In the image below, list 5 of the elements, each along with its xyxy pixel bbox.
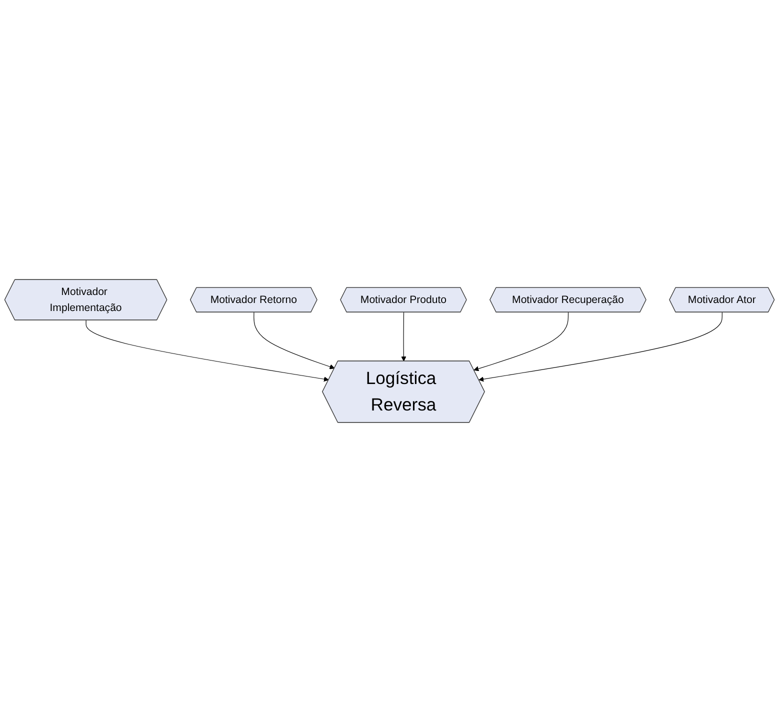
arrow — [401, 312, 406, 362]
arrow — [86, 320, 329, 382]
arrow — [474, 312, 569, 372]
arrow — [478, 312, 722, 382]
arrow — [254, 312, 335, 370]
